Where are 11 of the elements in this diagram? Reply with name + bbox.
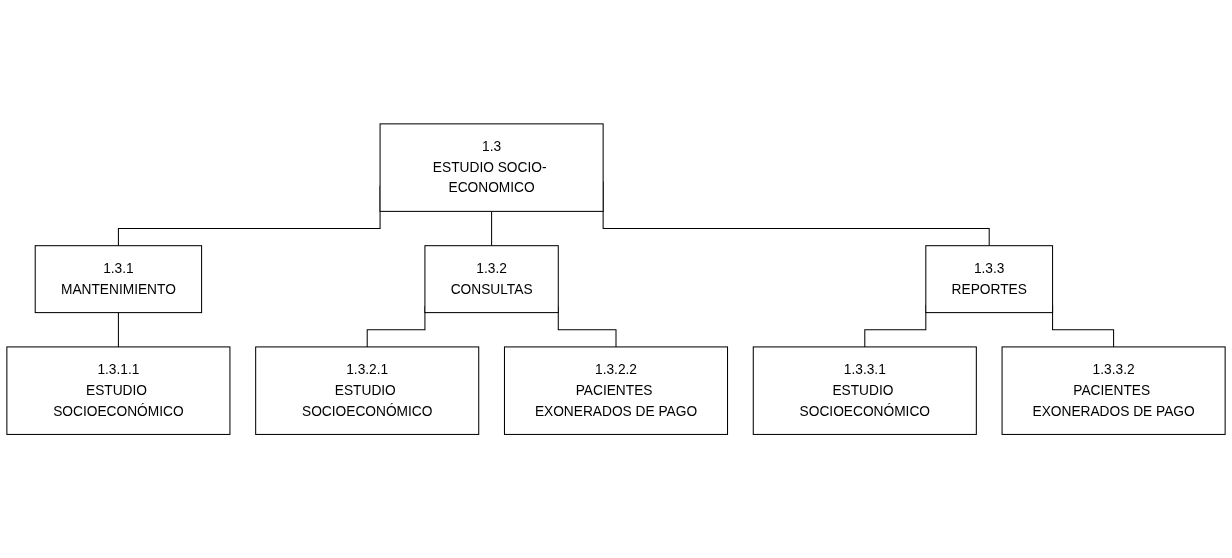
node-box: 1.3.3.1 ESTUDIO SOCIOECONÓMICO <box>752 346 977 435</box>
node-box: 1.3.2 CONSULTAS <box>424 245 559 313</box>
node-box: 1.3.2.2 PACIENTES EXONERADOS DE PAGO <box>503 346 729 435</box>
node-box: 1.3 ESTUDIO SOCIO- ECONOMICO <box>379 123 604 212</box>
node-box: 1.3.2.1 ESTUDIO SOCIOECONÓMICO <box>255 346 480 435</box>
node-box: 1.3.1 MANTENIMIENTO <box>34 245 203 313</box>
node-box: 1.3.3 REPORTES <box>925 245 1054 313</box>
connector <box>117 311 119 348</box>
connector <box>491 210 493 247</box>
node-box: 1.3.3.2 PACIENTES EXONERADOS DE PAGO <box>1001 346 1226 435</box>
node-box: 1.3.1.1 ESTUDIO SOCIOECONÓMICO <box>6 346 231 435</box>
